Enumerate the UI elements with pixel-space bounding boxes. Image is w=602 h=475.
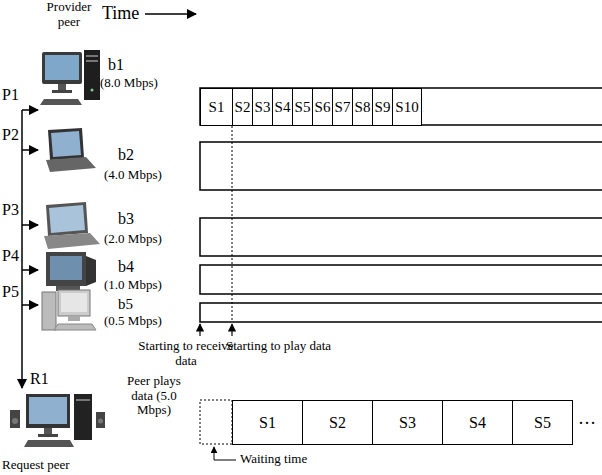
pointer-arrow <box>199 324 200 336</box>
row-band <box>200 88 602 125</box>
event-note: Starting to play data <box>226 339 331 354</box>
link-line <box>22 269 38 271</box>
peer-name: P4 <box>2 247 19 265</box>
segment-cell: S1 <box>232 400 303 445</box>
laptop-icon <box>44 202 100 249</box>
waiting-box <box>200 400 232 444</box>
link-line <box>21 110 23 388</box>
pointer-arrow <box>231 324 232 336</box>
bandwidth-name: b4 <box>118 258 134 276</box>
segment-label: S2 <box>235 99 251 116</box>
axis-label: Time <box>102 3 139 23</box>
segment-label: S2 <box>329 414 346 432</box>
segment-label: S1 <box>259 414 276 432</box>
segment-cell: S6 <box>312 88 333 126</box>
segment-label: S8 <box>355 99 371 116</box>
peer-role: Request peer <box>2 458 70 473</box>
callout-text: Waiting time <box>240 452 307 467</box>
segment-label: S5 <box>534 414 551 432</box>
segment-cell: S5 <box>292 88 313 126</box>
segment-cell: S1 <box>200 88 233 126</box>
leader-line <box>214 447 236 460</box>
link-line <box>22 149 38 151</box>
segment-cell: S10 <box>392 88 422 126</box>
segment-cell: S2 <box>302 400 373 445</box>
segment-label: S3 <box>399 414 416 432</box>
segment-label: S10 <box>395 99 418 116</box>
bandwidth-value: (0.5 Mbps) <box>104 314 162 329</box>
axis-title: Provider peer <box>40 0 98 29</box>
peer-name: P3 <box>2 201 19 219</box>
segment-cell: S7 <box>332 88 353 126</box>
desktop-icon <box>40 50 100 105</box>
request-computer-icon <box>10 394 105 447</box>
link-line <box>22 224 38 226</box>
segment-cell: S5 <box>512 400 573 445</box>
laptop-icon <box>46 128 96 172</box>
bandwidth-name: b2 <box>118 146 134 164</box>
crt-monitor-icon <box>46 252 96 291</box>
desktop-icon <box>42 290 96 330</box>
bandwidth-name: b1 <box>108 56 124 74</box>
segment-cell: S2 <box>232 88 253 126</box>
bandwidth-value: (2.0 Mbps) <box>104 232 162 247</box>
time-arrow <box>145 13 196 15</box>
segment-label: S5 <box>295 99 311 116</box>
continuation-mark: … <box>578 408 596 428</box>
segment-label: S1 <box>209 99 225 116</box>
bandwidth-value: (8.0 Mbps) <box>100 76 158 91</box>
peer-name: P1 <box>2 86 19 104</box>
segment-label: S4 <box>275 99 291 116</box>
segment-label: S9 <box>375 99 391 116</box>
segment-cell: S3 <box>372 400 443 445</box>
bandwidth-value: (4.0 Mbps) <box>104 168 162 183</box>
row-band <box>200 265 602 294</box>
segment-cell: S4 <box>272 88 293 126</box>
segment-label: S4 <box>469 414 486 432</box>
row-band <box>200 218 602 256</box>
playback-note: Peer plays data (5.0 Mbps) <box>116 374 192 418</box>
row-band <box>200 142 602 190</box>
link-lines <box>22 110 38 388</box>
segment-label: S7 <box>335 99 351 116</box>
bandwidth-name: b3 <box>118 210 134 228</box>
segment-cell: S8 <box>352 88 373 126</box>
segment-cell: S3 <box>252 88 273 126</box>
peer-name: P5 <box>2 283 19 301</box>
link-line <box>22 304 38 306</box>
bandwidth-rows <box>200 88 602 322</box>
bandwidth-name: b5 <box>118 296 133 313</box>
segment-label: S6 <box>315 99 331 116</box>
peer-name: R1 <box>30 370 49 388</box>
segment-label: S3 <box>255 99 271 116</box>
segment-cell: S4 <box>442 400 513 445</box>
peer-name: P2 <box>2 126 19 144</box>
dotted-line <box>232 126 233 322</box>
row-band <box>200 303 602 322</box>
link-line <box>22 109 38 111</box>
bandwidth-value: (1.0 Mbps) <box>104 278 162 293</box>
segment-cell: S9 <box>372 88 393 126</box>
